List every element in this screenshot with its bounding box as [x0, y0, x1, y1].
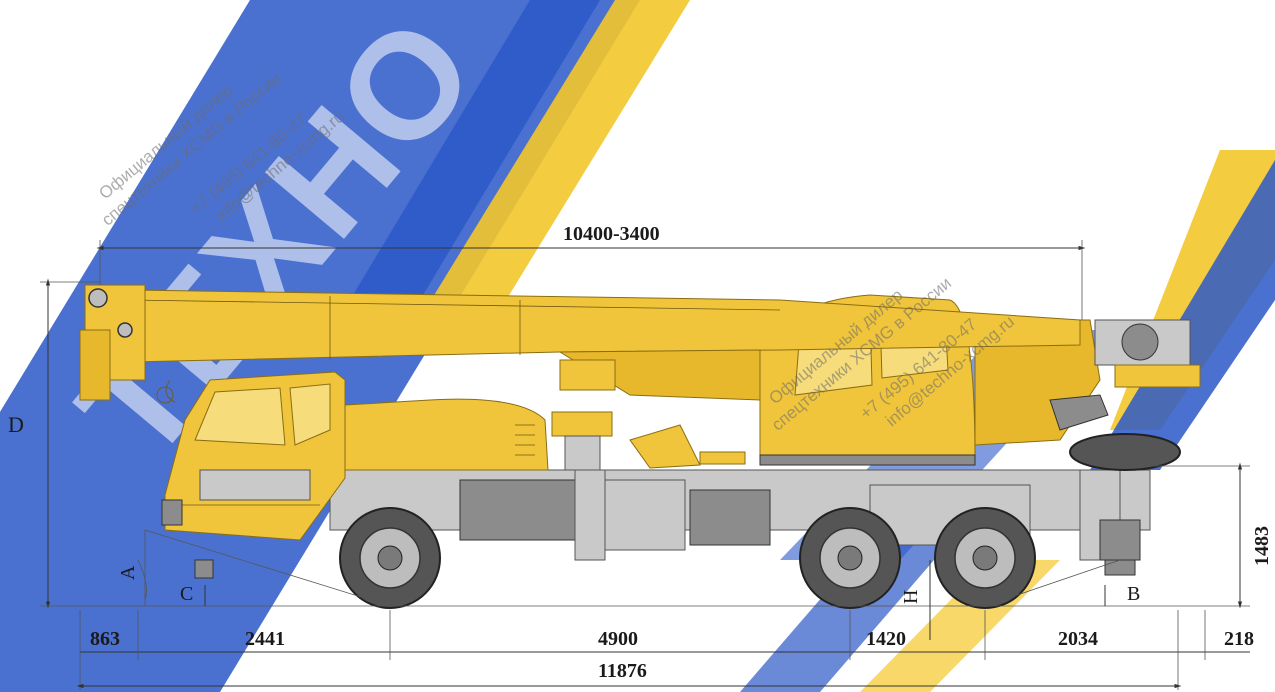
front-overhang-label: 863: [90, 628, 120, 650]
wheelbase-2-label: 4900: [598, 628, 638, 650]
front-wheel: [339, 507, 441, 609]
crane-truck: [79, 284, 1201, 609]
middle-wheel: [799, 507, 901, 609]
clearance-letter-h: H: [900, 590, 922, 604]
dimension-lines: [40, 240, 1250, 690]
height-letter-d: D: [8, 412, 24, 437]
total-length-label: 11876: [598, 660, 647, 682]
spare-tire: [1069, 433, 1181, 471]
height-right-label: 1483: [1251, 526, 1273, 566]
clearance-letter-c: C: [180, 583, 193, 605]
telescopic-boom: [129, 289, 1081, 363]
departure-angle-letter-b: B: [1127, 583, 1140, 605]
boom-head: [79, 284, 146, 401]
boom-length-label: 10400-3400: [563, 223, 660, 245]
wheelbase-3-label: 1420: [866, 628, 906, 650]
engine-cover: [339, 398, 549, 471]
rear-wheel: [934, 507, 1036, 609]
approach-angle-letter-a: A: [117, 565, 139, 580]
rear-overhang-label: 218: [1224, 628, 1254, 650]
wheelbase-1-label: 2441: [245, 628, 285, 650]
wheelbase-4-label: 2034: [1058, 628, 1098, 650]
